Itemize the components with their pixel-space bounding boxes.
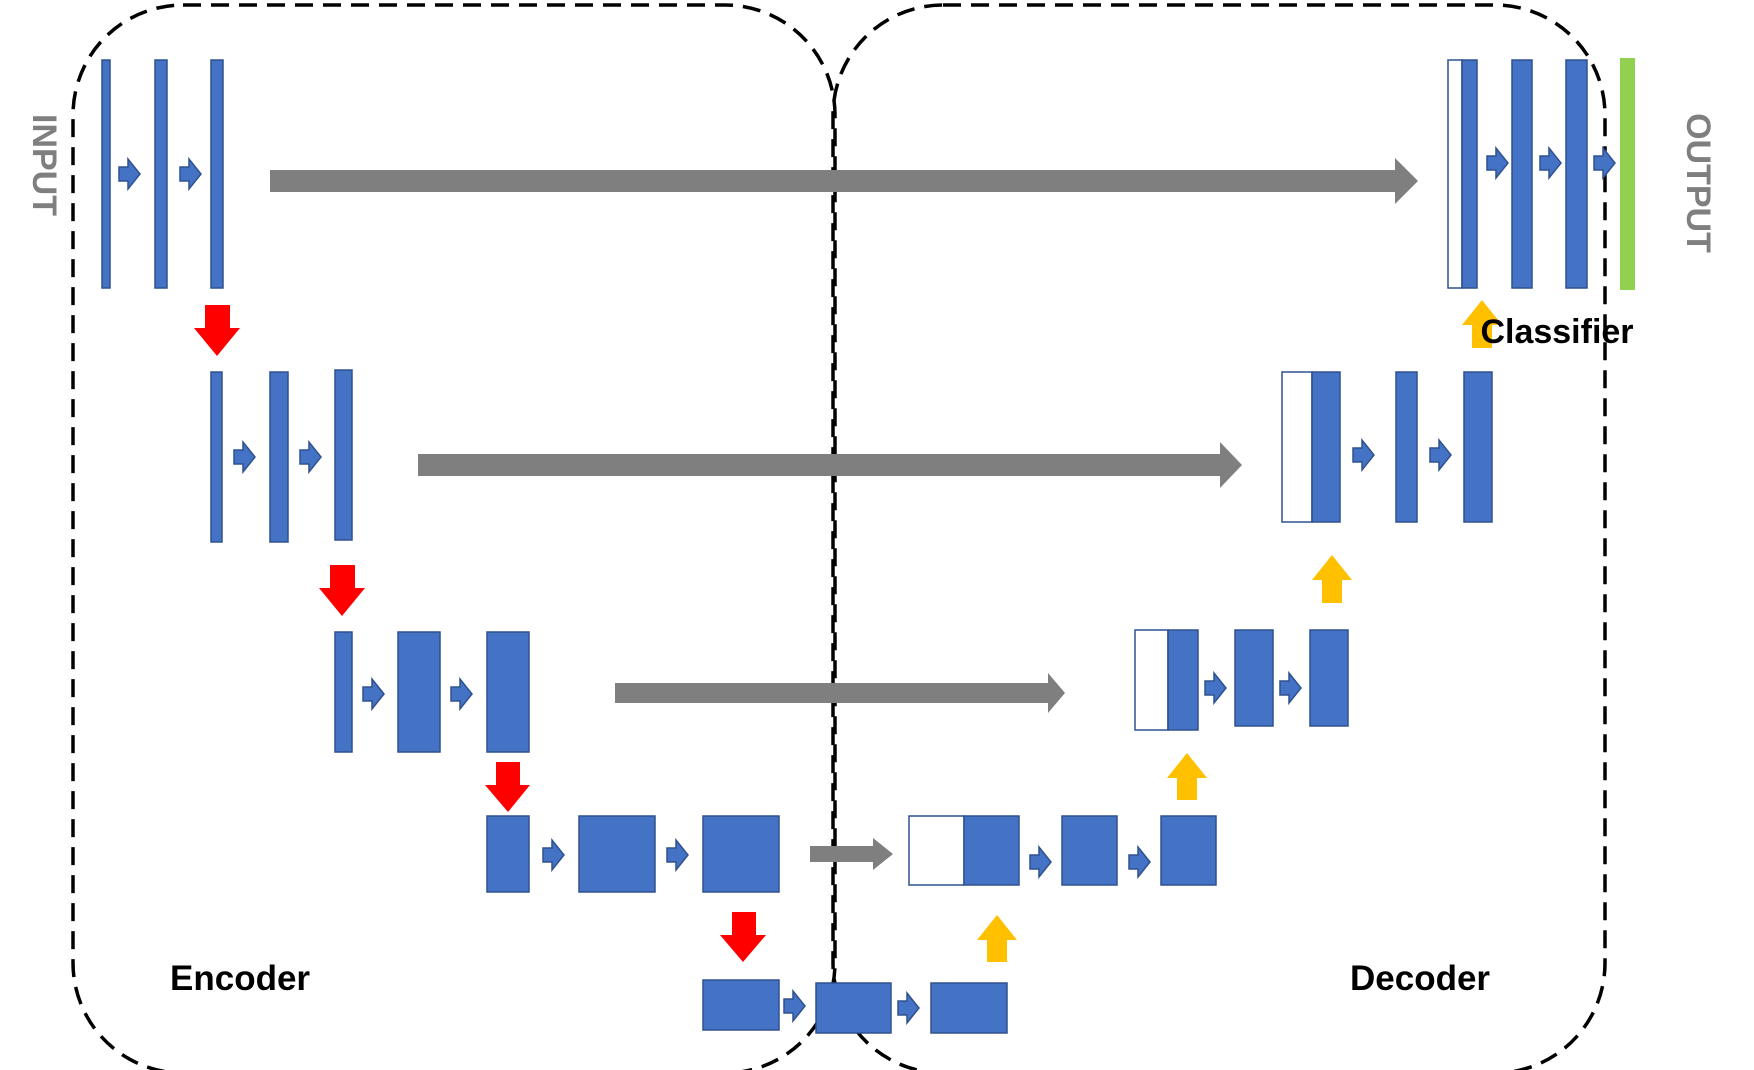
input-label: INPUT bbox=[25, 114, 63, 216]
output-label: OUTPUT bbox=[1679, 113, 1717, 253]
conv-arrow-icon bbox=[666, 839, 689, 871]
feature-map bbox=[1160, 815, 1217, 886]
feature-map bbox=[1061, 815, 1118, 886]
encoder-stage-2 bbox=[210, 369, 353, 543]
feature-map bbox=[397, 631, 441, 753]
feature-map bbox=[210, 59, 224, 289]
conv-arrow-icon bbox=[1486, 147, 1509, 179]
conv-arrow-icon bbox=[897, 992, 920, 1024]
upsample-arrow-icon bbox=[1312, 555, 1352, 603]
conv-arrow-icon bbox=[450, 678, 473, 710]
decoder-stage-4 bbox=[908, 815, 1217, 886]
feature-map bbox=[930, 982, 1008, 1034]
decoder-stage-2 bbox=[1281, 371, 1493, 523]
conv-arrow-icon bbox=[1352, 439, 1375, 471]
downsample-arrow-icon bbox=[194, 305, 240, 356]
conv-arrow-icon bbox=[542, 839, 565, 871]
upsample-arrow-icon bbox=[1462, 300, 1502, 348]
decoder-region bbox=[831, 3, 1607, 1070]
feature-map bbox=[334, 631, 353, 753]
feature-map bbox=[963, 815, 1020, 886]
feature-map bbox=[702, 979, 780, 1031]
decoder-stage-3 bbox=[1134, 629, 1349, 731]
feature-map bbox=[702, 815, 780, 893]
feature-map bbox=[486, 631, 530, 753]
feature-map bbox=[101, 59, 111, 289]
concat-block bbox=[908, 815, 965, 886]
conv-arrow-icon bbox=[362, 678, 385, 710]
skip-connection-level-2 bbox=[418, 442, 1242, 488]
feature-map bbox=[1309, 629, 1349, 727]
downsample-arrow-icon bbox=[485, 762, 530, 812]
upsample-arrow-icon bbox=[1167, 753, 1207, 800]
skip-connection-level-4 bbox=[810, 838, 893, 870]
encoder-label: Encoder bbox=[170, 959, 310, 998]
conv-arrow-icon bbox=[179, 158, 202, 190]
feature-map bbox=[1395, 371, 1418, 523]
feature-map bbox=[1311, 371, 1341, 523]
bottleneck bbox=[702, 979, 1008, 1034]
conv-arrow-icon bbox=[783, 990, 806, 1022]
downsample-arrow-icon bbox=[319, 565, 365, 616]
feature-map bbox=[334, 369, 353, 541]
encoder-stage-3 bbox=[334, 631, 530, 753]
conv-arrow-icon bbox=[299, 441, 322, 473]
feature-map bbox=[1461, 59, 1478, 289]
feature-map bbox=[1565, 59, 1588, 289]
output-bar bbox=[1620, 58, 1635, 290]
concat-block bbox=[1134, 629, 1169, 731]
feature-map bbox=[815, 982, 892, 1034]
decoder-label: Decoder bbox=[1350, 959, 1490, 998]
feature-map bbox=[1234, 629, 1274, 727]
conv-arrow-icon bbox=[1429, 439, 1452, 471]
decoder-stage-1 bbox=[1447, 58, 1635, 290]
feature-map bbox=[154, 59, 168, 289]
conv-arrow-icon bbox=[1279, 672, 1302, 704]
feature-map bbox=[210, 371, 223, 543]
conv-arrow-icon bbox=[233, 441, 256, 473]
skip-connection-level-1 bbox=[270, 158, 1418, 204]
encoder-stage-4 bbox=[486, 815, 780, 893]
feature-map bbox=[578, 815, 656, 893]
encoder-region bbox=[71, 3, 837, 1070]
conv-arrow-icon bbox=[1593, 147, 1616, 179]
conv-arrow-icon bbox=[1029, 846, 1052, 878]
conv-arrow-icon bbox=[1128, 846, 1151, 878]
conv-arrow-icon bbox=[118, 158, 141, 190]
downsample-arrow-icon bbox=[720, 912, 766, 962]
conv-arrow-icon bbox=[1539, 147, 1562, 179]
conv-arrow-icon bbox=[1204, 672, 1227, 704]
upsample-arrow-icon bbox=[977, 915, 1017, 962]
concat-block bbox=[1281, 371, 1313, 523]
classifier-label: Classifier bbox=[1480, 313, 1633, 351]
feature-map bbox=[1167, 629, 1199, 731]
concat-block bbox=[1447, 59, 1463, 289]
feature-map bbox=[269, 371, 289, 543]
encoder-stage-1 bbox=[101, 59, 224, 289]
feature-map bbox=[1511, 59, 1533, 289]
skip-connection-level-3 bbox=[615, 673, 1065, 713]
feature-map bbox=[1463, 371, 1493, 523]
feature-map bbox=[486, 815, 530, 893]
